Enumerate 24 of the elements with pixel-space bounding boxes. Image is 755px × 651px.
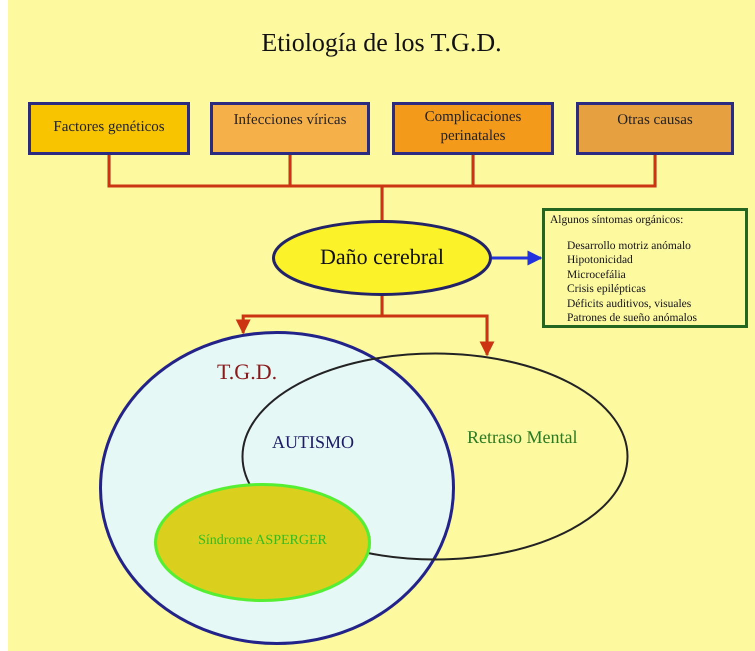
- set-label: Síndrome ASPERGER: [197, 533, 328, 549]
- connector-arrow: [380, 296, 494, 356]
- cause-box: [392, 102, 554, 155]
- cause-box: [576, 102, 734, 155]
- box-heading: Algunos síntomas orgánicos:: [550, 214, 684, 226]
- diagram-title: Etiología de los T.G.D.: [260, 28, 503, 58]
- connector-arrow: [492, 250, 542, 266]
- set-label: Retraso Mental: [467, 427, 578, 448]
- symptom-item: Crisis epilépticas: [567, 283, 646, 295]
- cause-box: [28, 102, 190, 155]
- cause-label: Infecciones víricas: [232, 111, 348, 130]
- cause-box: [210, 102, 370, 155]
- cause-label: Otras causas: [616, 111, 694, 130]
- symptom-item: Desarrollo motriz anómalo: [567, 240, 691, 252]
- symptom-item: Hipotonicidad: [567, 254, 633, 266]
- symptom-item: Patrones de sueño anómalos: [567, 312, 697, 324]
- symptom-item: Déficits auditivos, visuales: [567, 298, 692, 310]
- symptom-item: Microcefália: [567, 268, 626, 280]
- set-label: T.G.D.: [217, 359, 278, 385]
- region-label: AUTISMO: [272, 432, 354, 453]
- symptoms-box: [542, 208, 748, 328]
- cause-label: Complicaciones perinatales: [424, 108, 522, 146]
- cause-label: Factores genéticos: [52, 118, 166, 137]
- node-label: Daño cerebral: [319, 244, 445, 270]
